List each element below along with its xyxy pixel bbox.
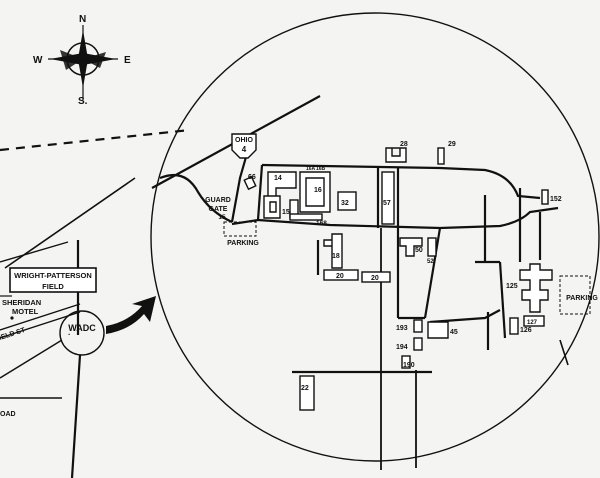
label-125: 125 <box>506 283 518 290</box>
label-28: 28 <box>400 141 408 148</box>
label-52: 52 <box>427 259 434 265</box>
building-168 <box>289 213 323 221</box>
label-194: 194 <box>396 344 408 351</box>
parking-right-area <box>559 275 591 315</box>
label-66: 66 <box>248 174 256 181</box>
guard-gate-label-1: GUARD <box>205 197 231 204</box>
motel-label: MOTEL <box>12 307 39 316</box>
ohio-route-number: 4 <box>242 145 247 154</box>
building-32 <box>337 191 357 211</box>
building-193 <box>413 319 423 333</box>
label-20b: 20 <box>371 275 379 282</box>
label-152: 152 <box>550 196 562 203</box>
compass-east: E <box>124 55 131 66</box>
building-29 <box>437 147 445 165</box>
building-labels: 66 14 15 16 16A 16B 168 32 57 28 29 18 2… <box>248 141 562 392</box>
label-22: 22 <box>301 385 309 392</box>
ohio-route-shield-icon <box>231 133 257 159</box>
label-16b: 16B <box>316 166 326 172</box>
building-20a <box>323 269 359 281</box>
building-50 <box>399 237 423 257</box>
label-14: 14 <box>274 175 282 182</box>
label-18: 18 <box>332 253 340 260</box>
inset-roads <box>151 95 569 470</box>
building-15 <box>263 195 281 219</box>
label-29: 29 <box>448 141 456 148</box>
wright-patterson-box <box>9 267 97 293</box>
guard-gate-number: 15 <box>218 214 226 221</box>
building-125 <box>519 263 553 313</box>
label-15: 15 <box>282 209 290 216</box>
building-126 <box>509 317 519 335</box>
wadc-dot: · <box>68 330 71 339</box>
label-45: 45 <box>450 329 458 336</box>
label-32: 32 <box>341 200 349 207</box>
label-126: 126 <box>520 327 532 334</box>
wadc-circle <box>59 310 105 356</box>
building-16 <box>299 171 331 213</box>
guard-gate-label-2: GATE <box>209 206 228 213</box>
building-127 <box>523 315 545 327</box>
label-20a: 20 <box>336 273 344 280</box>
building-190 <box>401 355 411 369</box>
inset-boundary <box>150 12 600 462</box>
ohio-route-state: OHIO <box>235 137 253 144</box>
compass-north: N <box>79 14 86 25</box>
compass-west: W <box>33 55 43 66</box>
arrow-to-inset-icon <box>106 296 156 334</box>
building-28 <box>385 147 407 163</box>
parking-left-area <box>223 221 257 237</box>
label-16a: 16A <box>306 166 316 172</box>
sheridan-label: SHERIDAN <box>2 298 41 307</box>
wright-patterson-label: WRIGHT-PATTERSON <box>14 271 92 280</box>
motel-marker-icon <box>10 316 14 320</box>
parking-right-label: PARKING <box>566 295 598 302</box>
label-16: 16 <box>314 187 322 194</box>
compass-south: S. <box>78 96 88 107</box>
building-52 <box>427 237 437 257</box>
building-18 <box>323 233 343 269</box>
label-190: 190 <box>403 362 415 369</box>
field-label: FIELD <box>42 282 64 291</box>
building-57 <box>381 171 395 225</box>
parking-left-label: PARKING <box>227 240 259 247</box>
wadc-label: WADC <box>68 323 96 333</box>
building-22 <box>299 375 315 411</box>
building-20b <box>361 271 391 283</box>
label-127: 127 <box>527 320 538 326</box>
label-168: 168 <box>316 220 327 227</box>
label-50: 50 <box>415 247 423 254</box>
building-45 <box>427 321 449 339</box>
label-193: 193 <box>396 325 408 332</box>
label-57: 57 <box>383 200 391 207</box>
building-194 <box>413 337 423 351</box>
road-label: OAD <box>0 411 16 418</box>
inset-buildings <box>243 147 553 411</box>
building-152 <box>541 189 549 205</box>
compass-rose-icon <box>48 25 118 100</box>
building-66 <box>243 175 257 191</box>
